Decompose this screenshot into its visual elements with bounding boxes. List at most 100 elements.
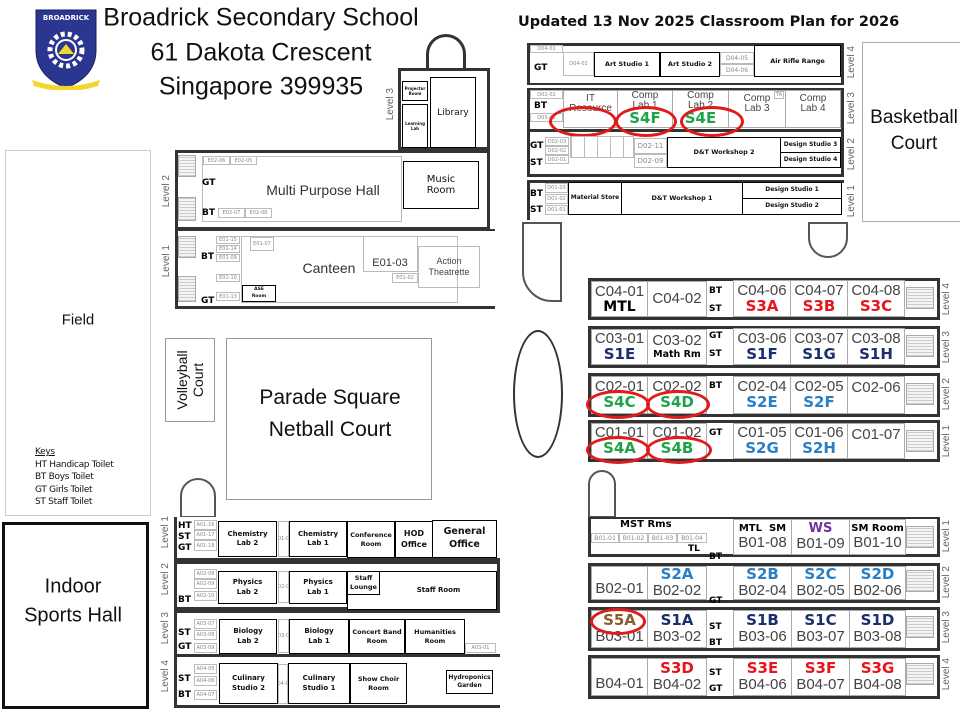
canteen (241, 236, 458, 303)
design-studio-2: Design Studio 2 (742, 198, 842, 215)
room-b02-01: B02-01 (591, 566, 648, 600)
room-label: Lab 2 (237, 636, 259, 645)
room-code: D04-05 (720, 52, 754, 64)
room-code: A04-06 (194, 676, 217, 686)
library: Library (430, 77, 476, 148)
class-s4a: S4A (603, 439, 636, 457)
room-label: IT (586, 93, 595, 104)
music-room-label-1: Music (426, 174, 456, 185)
room-code: A02-10 (194, 591, 217, 601)
room-code: E01-10 (216, 274, 240, 282)
room-code: C03-08 (851, 329, 901, 347)
level-label: Level 4 (160, 660, 171, 693)
room-code: A01-18 (194, 540, 217, 551)
level-label: Level 2 (846, 138, 857, 171)
art-studio-2: Art Studio 2 (660, 52, 720, 77)
field-label: Field (61, 311, 95, 329)
class-s3e: S3E (746, 659, 779, 678)
room-code: D04-01 (530, 45, 563, 53)
room-code: B04-08 (853, 676, 902, 693)
curved-walkway (513, 330, 563, 458)
toilet-bt: BT (178, 595, 191, 605)
library-dome (426, 34, 466, 74)
room-label: Physics (232, 578, 263, 587)
toilet-gt: GT (709, 428, 723, 438)
level-label: Level 3 (160, 612, 171, 645)
class-s2h: S2H (802, 439, 836, 457)
toilet-gt: GT (534, 63, 548, 73)
learning-lab: Learning Lab (402, 104, 428, 148)
class-s2a: S2A (660, 565, 694, 584)
room-code: E02-08 (245, 208, 272, 218)
room-code: D01-01 (545, 205, 568, 215)
class-s4e: S4E (684, 109, 717, 128)
room-label: Biology (233, 627, 263, 636)
room-code: B04-01 (595, 675, 644, 693)
ase-room-label-2: Room (251, 293, 267, 299)
sports-hall-label-2: Sports Hall (24, 604, 122, 627)
toilet-st: ST (709, 668, 722, 678)
room-code: D04-02 (563, 52, 594, 76)
room-label: Biology (304, 627, 334, 636)
toilet-bt: BT (534, 101, 547, 111)
room-code: D04-06 (720, 64, 754, 76)
toilet-bt: BT (709, 286, 722, 296)
key-item: ST Staff Toilet (35, 497, 93, 507)
level-label: Level 1 (941, 520, 952, 553)
room-label: Room (360, 539, 382, 548)
indoor-sports-hall (2, 522, 149, 709)
basketball-label-2: Court (890, 133, 938, 154)
room-label: Lounge (350, 583, 377, 591)
room-code: A02-08 (194, 569, 217, 579)
room-code: C04-01 (594, 282, 645, 300)
mtl-sm-label: MTL SM (738, 523, 787, 535)
class-s3c: S3C (859, 296, 893, 315)
stairs (178, 155, 196, 177)
volleyball-label-1: Volleyball (174, 350, 190, 410)
class-s3b: S3B (802, 296, 836, 315)
stairs (906, 287, 934, 309)
room-label: Chemistry (227, 529, 268, 538)
room-code: B02-01 (595, 580, 644, 598)
room-code: A01-17 (194, 530, 217, 540)
room-label: HOD (403, 528, 425, 538)
room-code: B01-03 (648, 533, 677, 543)
room-code: C01-07 (851, 426, 901, 443)
room-code: A03-09 (194, 643, 217, 653)
toilet-gt: GT (709, 331, 723, 341)
level-label: Level 3 (846, 92, 857, 125)
action-theatrette-label-2: Theatrette (428, 267, 470, 277)
level-label: Level 4 (941, 658, 952, 691)
room-code: B04-07 (796, 676, 845, 693)
toilet-bt: BT (178, 690, 191, 700)
sports-hall-label-1: Indoor (44, 575, 102, 598)
room-code: C04-02 (652, 290, 702, 308)
toilet-st: ST (530, 205, 543, 215)
room-label: Comp (687, 90, 714, 102)
school-name: Broadrick Secondary School (103, 3, 419, 32)
room-code: D02-02 (545, 146, 569, 155)
room-label: Lab 1 (308, 636, 330, 645)
room-code: B01-02 (619, 533, 648, 543)
room-code: D02-01 (545, 155, 569, 164)
e01-03-label: E01-03 (372, 257, 408, 269)
multi-purpose-hall-label: Multi Purpose Hall (266, 182, 380, 198)
room-code: C02-04 (737, 378, 787, 396)
level-label: Level 3 (941, 611, 952, 644)
room-code: B03-06 (738, 628, 787, 645)
room-code: B01-10 (853, 534, 902, 552)
keys-legend: Keys HT Handicap Toilet BT Boys Toilet G… (35, 446, 114, 509)
